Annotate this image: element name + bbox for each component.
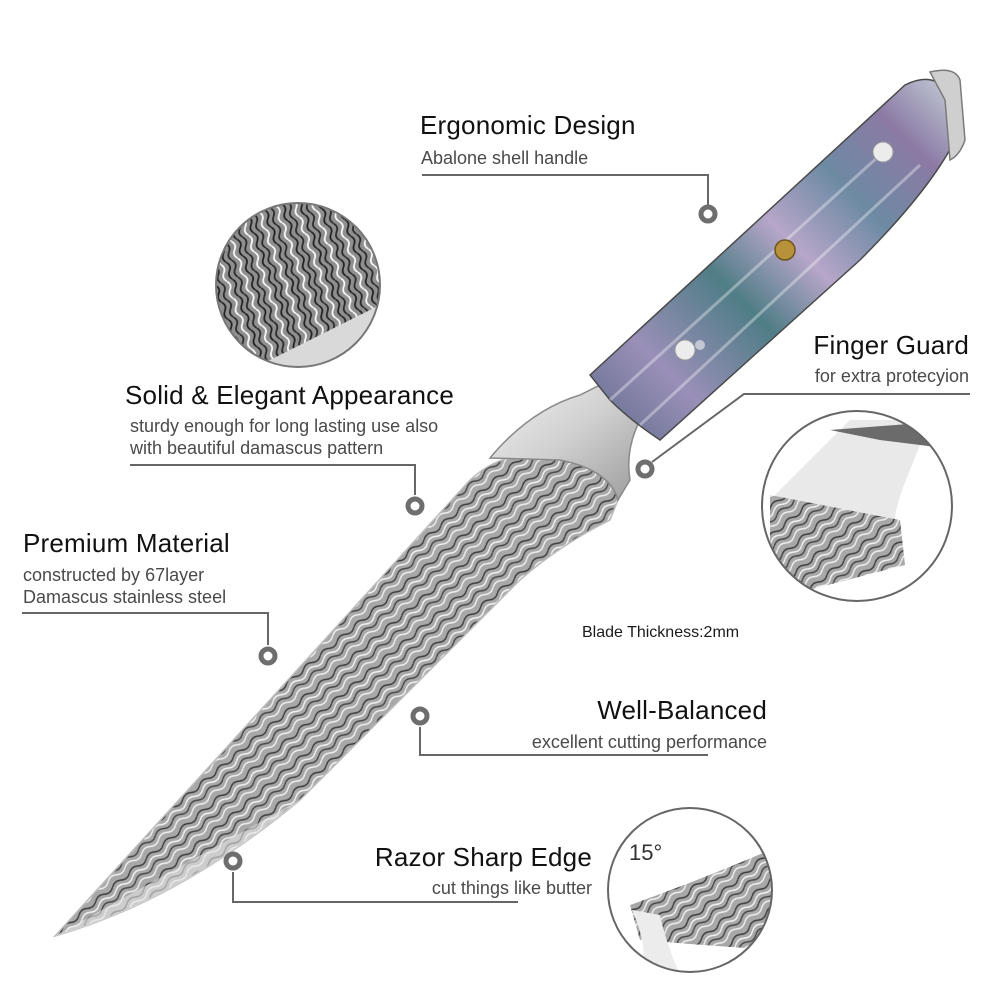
finger-guard-detail	[762, 411, 952, 601]
ring-marker-icon	[405, 496, 425, 516]
feature-subtitle-finger-guard: for extra protecyion	[814, 366, 969, 386]
feature-subtitle-edge: cut things like butter	[431, 878, 592, 898]
feature-title-edge: Razor Sharp Edge	[374, 842, 592, 872]
ring-marker-icon	[223, 851, 243, 871]
ring-marker-icon	[698, 204, 718, 224]
edge-angle-detail	[608, 808, 772, 972]
damascus-pattern-detail	[216, 203, 380, 367]
ring-markers	[223, 204, 718, 871]
edge-angle-label: 15°	[629, 840, 663, 865]
feature-subtitle-appearance-line2: with beautiful damascus pattern	[130, 438, 384, 458]
knife-endcap	[928, 69, 966, 162]
feature-title-ergonomic: Ergonomic Design	[420, 110, 636, 140]
feature-subtitle-material-line1: constructed by 67layer	[23, 565, 205, 585]
feature-subtitle-appearance-line1: sturdy enough for long lasting use also	[130, 416, 439, 436]
blade-thickness-note: Blade Thickness:2mm	[582, 624, 740, 641]
rivet	[872, 141, 894, 163]
feature-subtitle-ergonomic: Abalone shell handle	[421, 148, 589, 168]
rivet	[674, 339, 696, 361]
feature-subtitle-material-line2: Damascus stainless steel	[23, 587, 227, 607]
ring-marker-icon	[258, 646, 278, 666]
logo-medallion	[774, 239, 796, 261]
feature-title-balanced: Well-Balanced	[597, 695, 767, 725]
feature-subtitle-balanced: excellent cutting performance	[531, 732, 767, 752]
ring-marker-icon	[410, 706, 430, 726]
feature-title-material: Premium Material	[23, 528, 230, 558]
feature-title-appearance: Solid & Elegant Appearance	[125, 380, 454, 410]
callout-lines	[22, 174, 970, 903]
ring-marker-icon	[635, 459, 655, 479]
knife-bolster	[488, 379, 641, 502]
feature-title-finger-guard: Finger Guard	[813, 330, 969, 360]
